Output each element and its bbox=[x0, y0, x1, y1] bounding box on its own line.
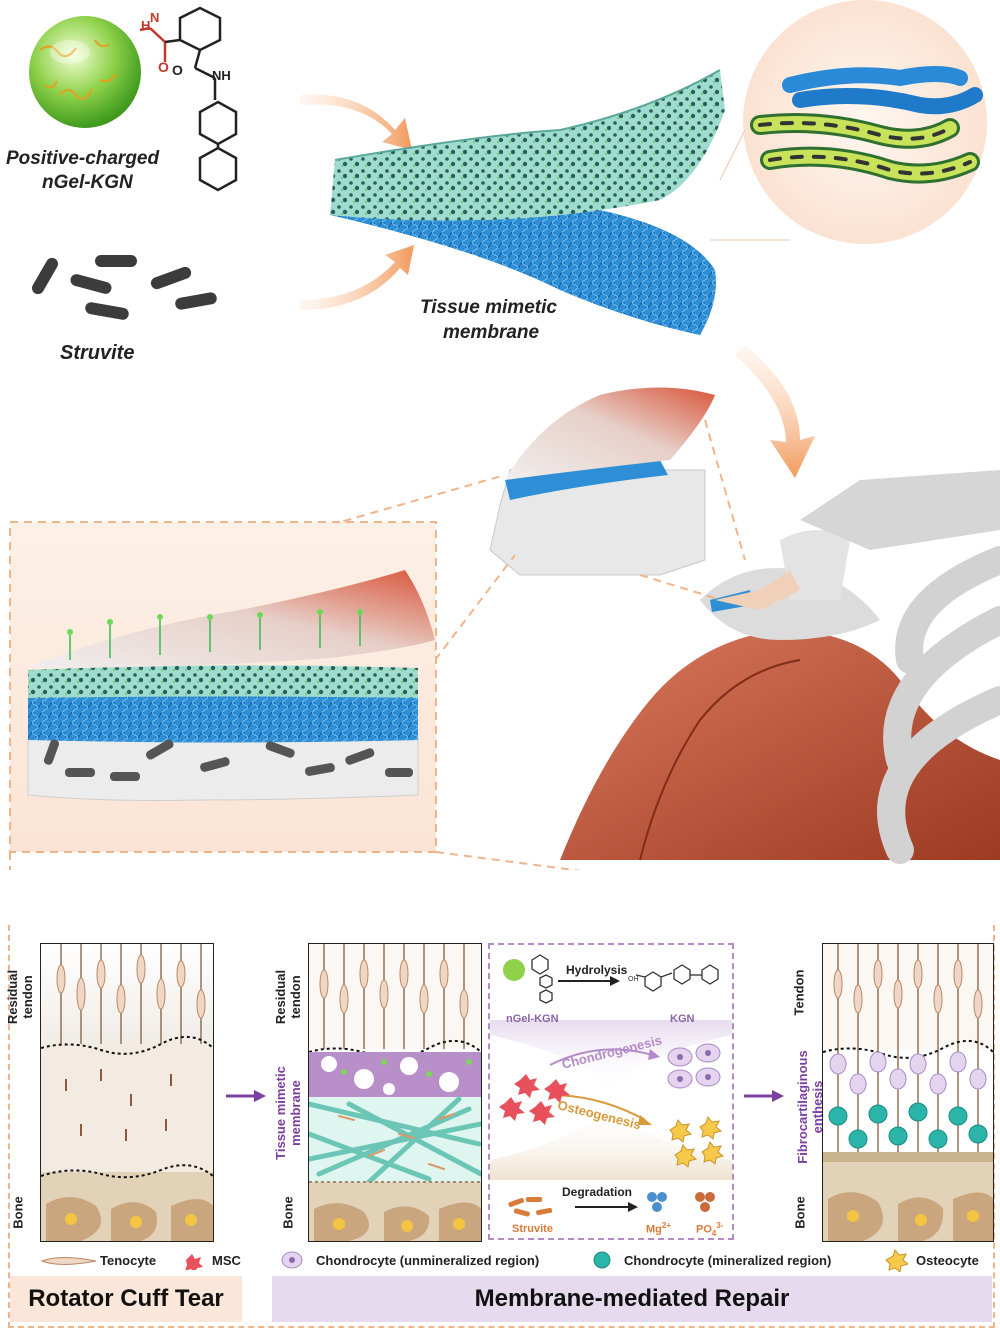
degradation-label: Degradation bbox=[562, 1185, 633, 1199]
kgn-molecule-icon bbox=[139, 6, 238, 192]
legend-osteocyte: Osteocyte bbox=[916, 1253, 979, 1268]
legend-msc: MSC bbox=[212, 1253, 241, 1268]
kgn-product-icon bbox=[635, 964, 719, 992]
ngel-kgn-label: nGel-KGN bbox=[506, 1013, 559, 1025]
membrane-illustration-icon bbox=[330, 69, 725, 335]
bottom-frame bbox=[8, 925, 995, 1328]
legend-chondro-min: Chondrocyte (mineralized region) bbox=[624, 1253, 832, 1268]
struvite-small-label: Struvite bbox=[512, 1223, 553, 1235]
osteocyte-icon bbox=[885, 1248, 908, 1272]
mechanism-box: OH bbox=[488, 943, 734, 1240]
ngel-label-line1: Positive-charged bbox=[6, 148, 160, 169]
chem-h: H bbox=[141, 18, 150, 33]
repair-label-bottom: Bone bbox=[792, 1196, 808, 1229]
membrane-label-line1: Tissue mimetic bbox=[420, 297, 557, 318]
struvite-small-icon bbox=[508, 1197, 553, 1217]
arrow-tear-to-repair-icon bbox=[226, 1090, 266, 1102]
struvite-rods-icon bbox=[32, 255, 217, 320]
chem-nh: NH bbox=[212, 68, 231, 83]
layered-construct-icon bbox=[27, 570, 435, 801]
tenocyte-icon bbox=[40, 1257, 97, 1265]
tear-label-bottom: Bone bbox=[10, 1196, 26, 1229]
chondrocyte-mineralized-icon bbox=[593, 1251, 611, 1269]
chem-n: N bbox=[150, 10, 159, 25]
repair-label-top: Tendon bbox=[791, 969, 807, 1016]
legend-tenocyte: Tenocyte bbox=[100, 1253, 157, 1268]
struvite-label: Struvite bbox=[60, 342, 135, 364]
top-illustration: H N O O NH bbox=[9, 0, 1000, 870]
ngel-sphere-icon bbox=[29, 16, 141, 128]
kgn-label: KGN bbox=[670, 1013, 695, 1025]
arrow-struvite-to-membrane-icon bbox=[300, 245, 414, 310]
mg-label: Mg2+ bbox=[646, 1221, 672, 1236]
po4-ion-icon bbox=[695, 1192, 715, 1212]
po4-label: PO43- bbox=[696, 1221, 724, 1238]
ngel-label-line2: nGel-KGN bbox=[42, 172, 133, 193]
mg-ion-icon bbox=[647, 1192, 667, 1212]
chem-o2: O bbox=[172, 62, 183, 78]
panel-membrane bbox=[308, 943, 482, 1242]
arrow-ngel-to-membrane-icon bbox=[300, 94, 412, 150]
shoulder-anatomy-icon bbox=[560, 470, 1000, 864]
membrane-label-line2: membrane bbox=[443, 322, 540, 343]
svg-text:OH: OH bbox=[628, 976, 639, 983]
panel-repair bbox=[822, 943, 994, 1242]
msc-icon bbox=[185, 1254, 203, 1270]
arrow-mechanism-to-repair-icon bbox=[744, 1090, 784, 1102]
hydrolysis-label: Hydrolysis bbox=[566, 963, 628, 977]
chondrocyte-group-icon bbox=[667, 1043, 721, 1089]
panel-tear bbox=[40, 943, 214, 1242]
chem-o1: O bbox=[158, 59, 169, 75]
legend-chondro-unmin: Chondrocyte (unmineralized region) bbox=[316, 1253, 540, 1268]
membrane-panel-label-bottom: Bone bbox=[280, 1196, 296, 1229]
ngel-small-icon bbox=[503, 959, 525, 981]
graft-on-bone-icon bbox=[489, 387, 715, 576]
footer-membrane-mediated-repair: Membrane-mediated Repair bbox=[272, 1276, 992, 1322]
footer-rotator-cuff-tear: Rotator Cuff Tear bbox=[10, 1276, 242, 1322]
chondrocyte-unmineralized-icon bbox=[281, 1251, 303, 1269]
arrow-down-icon bbox=[735, 345, 815, 478]
nanofiber-icon bbox=[750, 66, 983, 184]
osteocyte-group-icon bbox=[669, 1115, 725, 1168]
msc-cluster-icon bbox=[499, 1074, 570, 1125]
